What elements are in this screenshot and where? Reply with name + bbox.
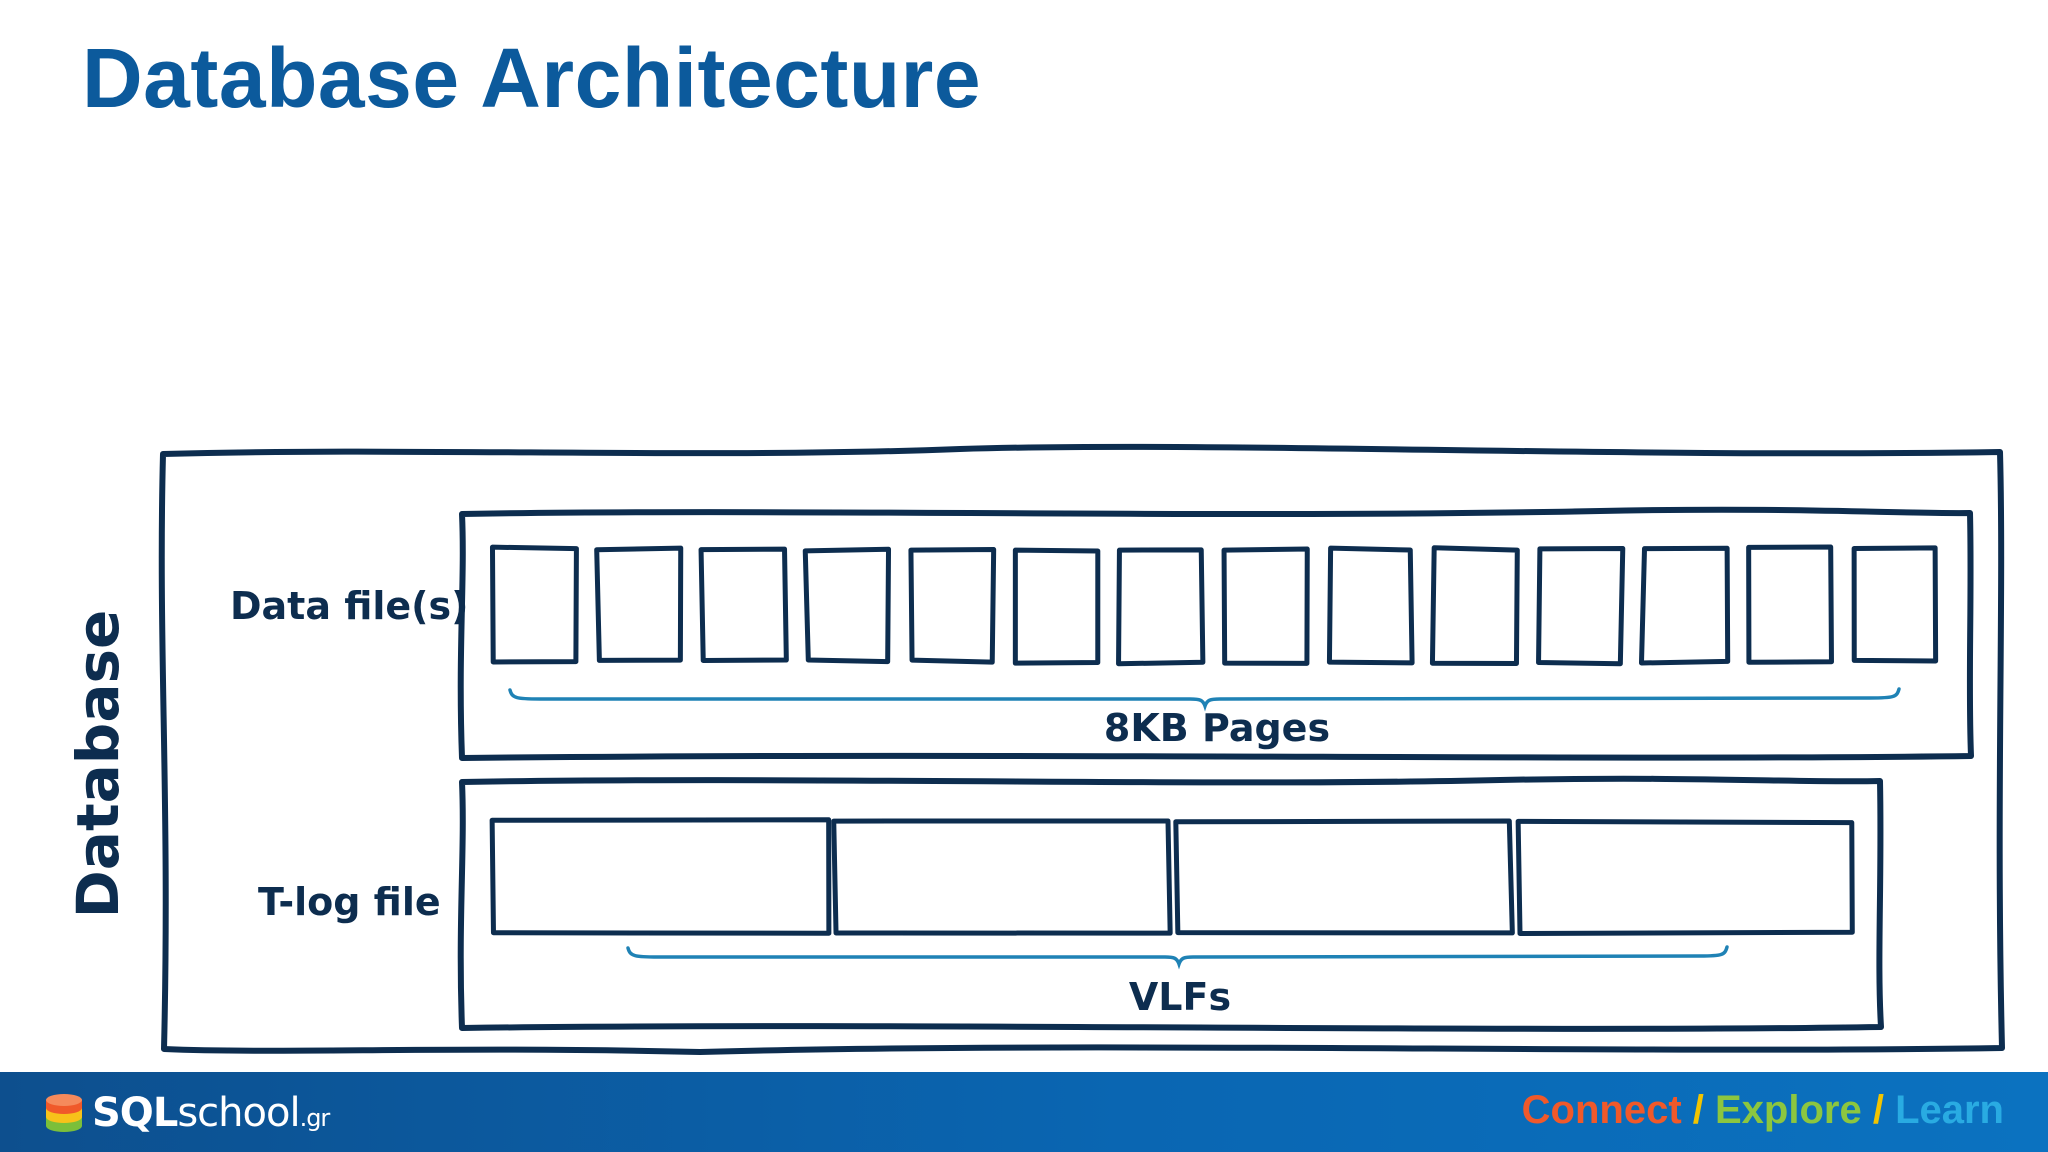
vlfs-group	[489, 817, 1855, 937]
page-cell	[1638, 545, 1731, 666]
logo-wordmark: SQLschool.gr	[92, 1090, 331, 1136]
pages-group	[489, 544, 1939, 667]
pages-brace	[508, 687, 1901, 712]
vlf-cell	[831, 818, 1173, 936]
logo-text: school	[177, 1090, 300, 1136]
page-cell	[1536, 545, 1626, 667]
tlog-file-label: T-log file	[258, 880, 441, 924]
database-label: Database	[64, 609, 132, 919]
page-cell	[594, 545, 684, 663]
database-stack-icon	[46, 1094, 82, 1132]
vlf-cell	[1515, 818, 1855, 937]
tagline-learn: Learn	[1895, 1088, 2004, 1132]
page-cell	[908, 547, 997, 665]
database-outer-box	[158, 443, 2005, 1055]
tlog-file-box	[457, 775, 1884, 1032]
vlfs-brace	[626, 945, 1729, 970]
page-cell	[802, 546, 892, 665]
logo-bold: SQL	[92, 1090, 178, 1136]
vlf-cell	[1173, 818, 1515, 936]
page-cell	[489, 544, 579, 665]
tagline-connect: Connect	[1521, 1088, 1682, 1132]
page-cell	[1746, 544, 1834, 665]
tagline-explore: Explore	[1715, 1088, 1862, 1132]
vlfs-caption: VLFs	[1128, 975, 1232, 1019]
page-cell	[1221, 546, 1310, 666]
data-files-label: Data file(s)	[230, 584, 469, 628]
tagline-separator: /	[1861, 1088, 1896, 1132]
tagline-separator: /	[1681, 1088, 1715, 1132]
page-cell	[1851, 545, 1939, 664]
slide-title: Database Architecture	[82, 31, 982, 125]
page-cell	[1429, 545, 1520, 666]
logo-suffix: .gr	[299, 1104, 331, 1132]
tagline: Connect / Explore / Learn	[1522, 1088, 2004, 1133]
database-diagram	[158, 443, 2005, 1055]
page-cell	[1012, 547, 1101, 666]
sqlschool-logo: SQLschool.gr	[42, 1090, 331, 1136]
footer-bar: SQLschool.gr Connect / Explore / Learn	[0, 1072, 2048, 1152]
pages-caption: 8KB Pages	[1103, 706, 1331, 750]
page-cell	[1116, 547, 1206, 667]
vlf-cell	[489, 817, 832, 936]
page-cell	[1326, 545, 1415, 666]
page-cell	[698, 546, 789, 663]
data-file-box	[457, 506, 1974, 761]
